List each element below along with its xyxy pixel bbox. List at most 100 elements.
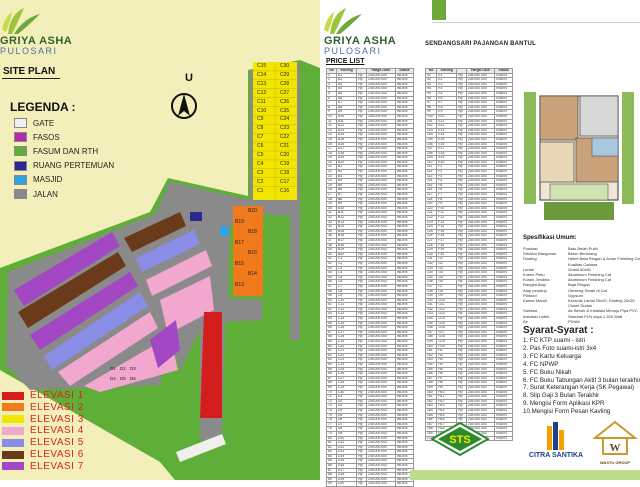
legend-swatch (14, 132, 27, 143)
lot-label: B16 (248, 250, 257, 256)
elevasi-label: ELEVASI 4 (30, 425, 84, 437)
lot-label: C9 (257, 116, 264, 123)
lot-label: D6 (130, 376, 136, 381)
brand-logo-right (322, 4, 366, 38)
brand-title: GRIYA ASHA (0, 35, 73, 47)
lot-label: C15 (257, 63, 267, 69)
legend-item: FASUM DAN RTH (14, 146, 98, 157)
syarat-item: 4. FC NPWP (523, 360, 559, 368)
spec-value: Keramik Lantai 20x20, Dinding 20x25 (568, 298, 635, 303)
spec-key: Kusen Jendela (523, 277, 550, 283)
elevasi-label: ELEVASI 3 (30, 413, 84, 425)
spec-value: Hebel Bata Ringan & Acian Finishing Cat (568, 256, 640, 262)
spec-value: Genteng Tanah di Cat (568, 287, 607, 293)
block-elevasi-1b (210, 355, 222, 410)
syarat-item: 9. Mengisi Form Aplikasi KPR (523, 400, 605, 408)
lot-label: C19 (280, 160, 290, 167)
citra-santika-logo: CITRA SANTIKA (523, 420, 589, 464)
spec-title: Spesifikasi Umum: (523, 235, 577, 241)
spec-value: Kualitas Cabana (568, 261, 598, 267)
gate (176, 434, 226, 462)
lot-label: C4 (257, 160, 264, 167)
masjid (220, 226, 229, 236)
lot-label: C16 (280, 187, 290, 194)
brand-subtitle: PULOSARI (324, 46, 382, 56)
lot-label: C24 (280, 116, 290, 123)
lot-label: B19 (235, 218, 244, 225)
north-arrow-icon (171, 93, 197, 119)
leaf-logo-icon (324, 8, 362, 34)
spec-key: Kamar Mandi (523, 298, 547, 303)
lot-label: C10 (257, 107, 267, 114)
lot-label: C5 (257, 152, 264, 158)
lot-label: C23 (280, 125, 290, 132)
legend-label: JALAN (33, 189, 58, 199)
lot-label: D3 (130, 366, 136, 371)
lot-label: C26 (280, 98, 290, 105)
lot-label: C25 (280, 107, 290, 114)
syarat-item: 10.Mengisi Form Pesan Kavling (523, 408, 611, 416)
elevasi-swatch (2, 426, 24, 435)
block-elevasi-4c (160, 276, 214, 334)
legend-swatch (14, 160, 27, 171)
legend-label: FASOS (33, 132, 60, 142)
table-cell: 235.000.000 (365, 481, 396, 487)
brand-name: GRIYA ASHA PULOSARI (0, 36, 72, 56)
sts-logo-text: STS (449, 434, 470, 446)
project-address: SENDANGSARI PAJANGAN BANTUL (425, 41, 536, 47)
spec-value: Closet Duduk (568, 303, 593, 309)
lot-label: C2 (257, 178, 264, 185)
block-elevasi-6b (124, 212, 186, 252)
syarat-item: 3. FC Kartu Keluarga (523, 352, 582, 360)
spec-key: Instalasi Listrik (523, 313, 550, 319)
lot-label: D4 (110, 376, 116, 381)
block-elevasi-6 (18, 252, 126, 328)
elevasi-item: ELEVASI 1 (2, 390, 84, 401)
